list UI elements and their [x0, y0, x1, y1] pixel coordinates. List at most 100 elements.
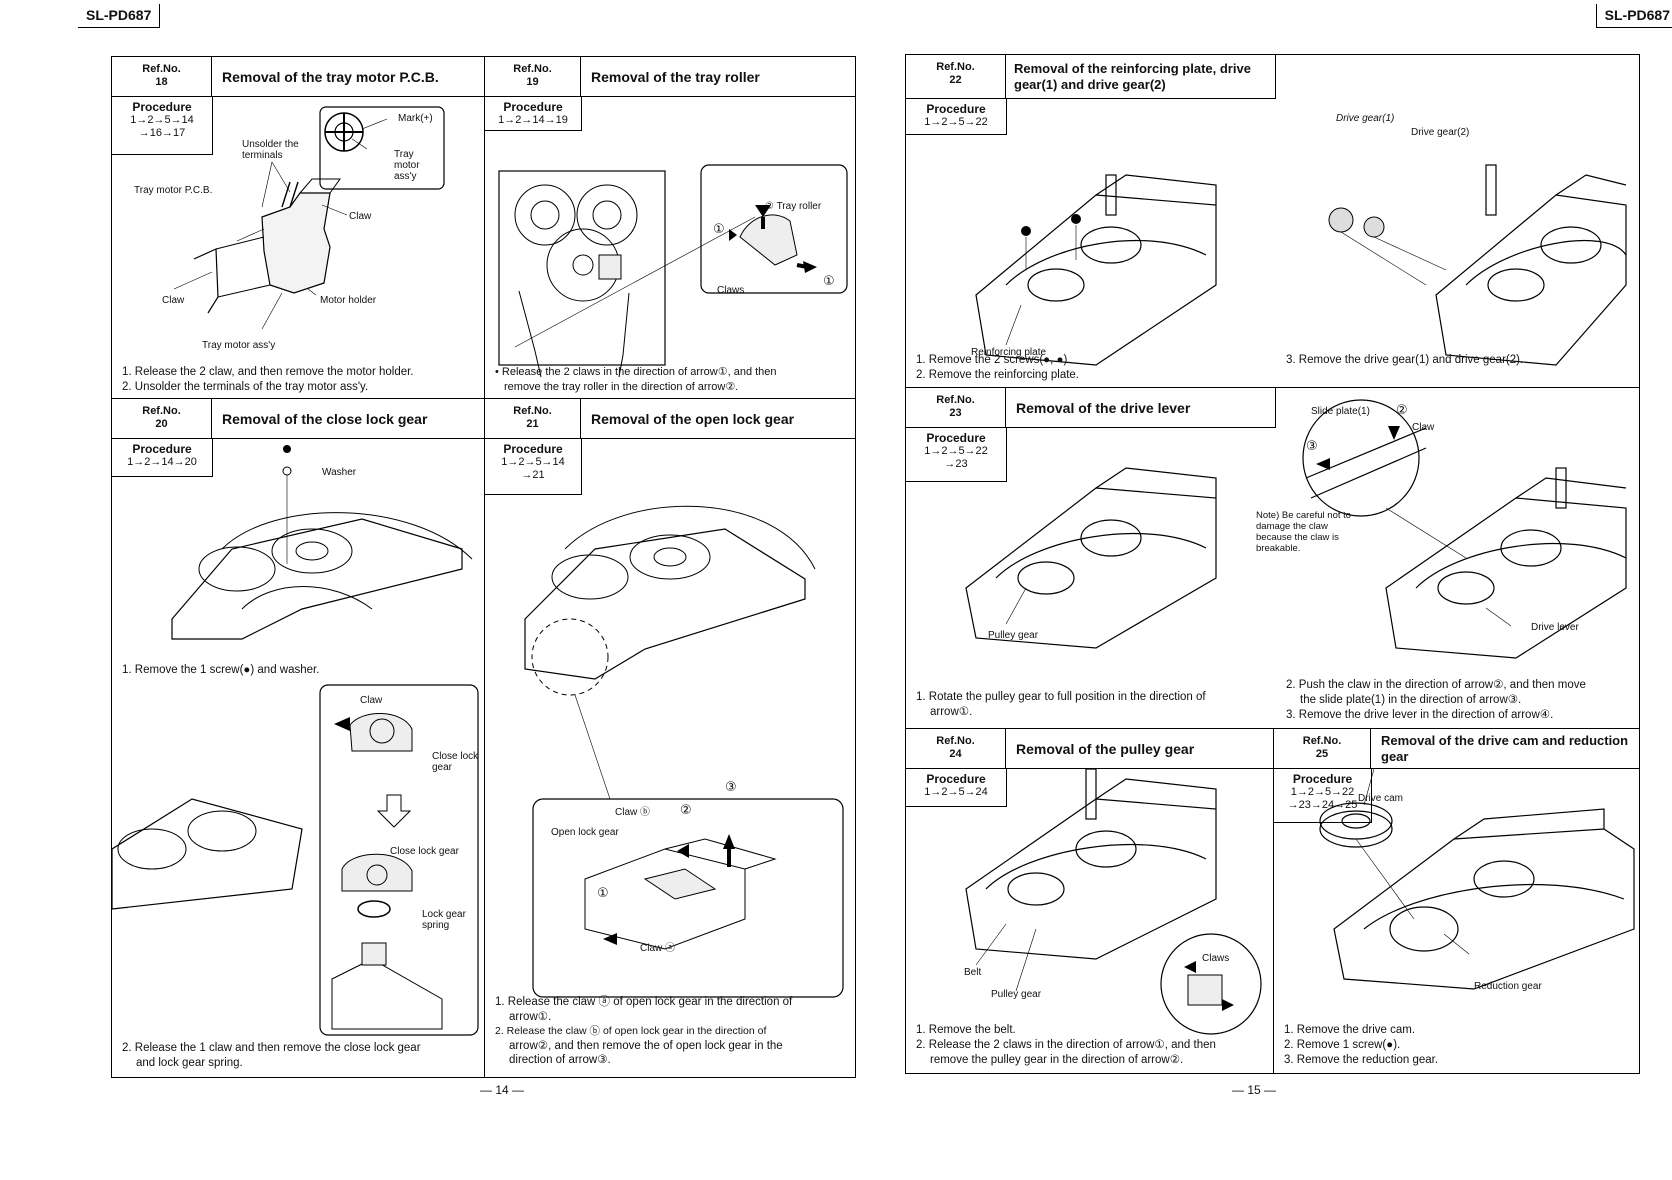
section-24: Ref.No.24 Removal of the pulley gear Pro… — [905, 728, 1274, 1074]
label-pulley-gear: Pulley gear — [988, 630, 1039, 641]
section-20-step1: 1. Remove the 1 screw(●) and washer. — [122, 664, 320, 676]
procedure-box: Procedure 1→2→14→19 — [485, 97, 582, 131]
label-drive-cam: Drive cam — [1358, 793, 1404, 804]
ref-no: Ref.No.24 — [906, 729, 1006, 768]
label-washer: Washer — [322, 467, 357, 478]
label-drive-lever: Drive lever — [1531, 622, 1579, 633]
ref-no: Ref.No.25 — [1274, 729, 1371, 768]
section-22-steps-left: 1. Remove the 2 screws(●, ●). 2. Remove … — [916, 354, 1080, 381]
section-25-steps: 1. Remove the drive cam. 2. Remove 1 scr… — [1284, 1024, 1439, 1066]
label-tray-motor-pcb: Tray motor P.C.B. — [134, 185, 213, 196]
label-num-2: ② — [1396, 402, 1408, 417]
section-25: Ref.No.25 Removal of the drive cam and r… — [1273, 728, 1640, 1074]
section-23-header: Ref.No.23 Removal of the drive lever — [906, 388, 1276, 428]
section-19: Ref.No.19 Removal of the tray roller Pro… — [484, 56, 856, 399]
label-slide-plate: Slide plate(1) — [1311, 406, 1370, 417]
label-drive-gear-1: Drive gear(1) — [1336, 113, 1395, 124]
label-lock-gear-spring: Lock gear spring — [422, 909, 466, 931]
section-25-header: Ref.No.25 Removal of the drive cam and r… — [1274, 729, 1639, 769]
section-title: Removal of the tray motor P.C.B. — [222, 68, 439, 85]
section-18-steps: 1. Release the 2 claw, and then remove t… — [122, 366, 414, 393]
label-claw-a: Claw ⓐ — [640, 943, 676, 954]
label-claws: Claws — [717, 285, 745, 296]
ref-no: Ref.No.23 — [906, 388, 1006, 427]
procedure-box: Procedure 1→2→5→22 →23→24→25 — [1274, 769, 1372, 823]
label-motor-holder: Motor holder — [320, 295, 377, 306]
section-23: Ref.No.23 Removal of the drive lever Pro… — [905, 387, 1640, 729]
label-close-lock-gear-top: Close lock gear — [432, 751, 479, 773]
ref-no: Ref.No.19 — [485, 57, 581, 96]
label-claw-left: Claw — [162, 295, 185, 306]
label-num-3: ③ — [1306, 438, 1318, 453]
label-arrow-1b: ① — [823, 273, 835, 288]
procedure-box: Procedure 1→2→5→14 →21 — [485, 439, 582, 495]
procedure-box: Procedure 1→2→5→24 — [906, 769, 1007, 807]
label-tray-roller: ② Tray roller — [765, 201, 822, 212]
label-note: Note) Be careful not to damage the claw … — [1256, 510, 1352, 554]
page-number-left: — 14 — — [480, 1083, 525, 1097]
tray-motor-illustration — [173, 106, 445, 330]
section-21: Ref.No.21 Removal of the open lock gear … — [484, 398, 856, 1078]
label-claw: Claw — [360, 695, 383, 706]
section-21-header: Ref.No.21 Removal of the open lock gear — [485, 399, 855, 439]
section-19-header: Ref.No.19 Removal of the tray roller — [485, 57, 855, 97]
label-mark: Mark(+) — [398, 113, 433, 124]
label-claw-b: Claw ⓑ — [615, 807, 651, 818]
model-tag-left: SL-PD687 — [78, 4, 161, 28]
close-lock-gear-illustration — [112, 445, 479, 1036]
section-20: Ref.No.20 Removal of the close lock gear… — [111, 398, 485, 1078]
section-20-header: Ref.No.20 Removal of the close lock gear — [112, 399, 484, 439]
section-22-header: Ref.No.22 Removal of the reinforcing pla… — [906, 55, 1276, 99]
label-tray-motor: Tray motor ass'y — [394, 149, 420, 182]
label-num-2: ② — [680, 802, 692, 817]
label-open-lock-gear: Open lock gear — [551, 827, 619, 838]
section-22: Ref.No.22 Removal of the reinforcing pla… — [905, 54, 1640, 388]
section-18: Ref.No.18 Removal of the tray motor P.C.… — [111, 56, 485, 399]
procedure-box: Procedure 1→2→5→22 →23 — [906, 428, 1007, 482]
section-title: Removal of the reinforcing plate, drive … — [1014, 60, 1251, 92]
section-23-steps-left: 1. Rotate the pulley gear to full positi… — [916, 691, 1206, 718]
label-arrow-1a: ① — [713, 221, 725, 236]
section-19-steps: • Release the 2 claws in the direction o… — [495, 366, 777, 393]
model-tag-right: SL-PD687 — [1595, 4, 1672, 28]
label-tray-motor-bottom: Tray motor ass'y — [202, 340, 276, 351]
section-20-step2: 2. Release the 1 claw and then remove th… — [122, 1042, 421, 1069]
label-num-1: ① — [597, 885, 609, 900]
section-23-steps-right: 2. Push the claw in the direction of arr… — [1286, 679, 1586, 721]
section-title: Removal of the pulley gear — [1016, 740, 1195, 757]
section-18-header: Ref.No.18 Removal of the tray motor P.C.… — [112, 57, 484, 97]
ref-no: Ref.No.20 — [112, 399, 212, 438]
label-claws: Claws — [1202, 953, 1230, 964]
ref-no: Ref.No.21 — [485, 399, 581, 438]
section-title: Removal of the tray roller — [591, 68, 760, 85]
label-belt: Belt — [964, 967, 982, 978]
section-22-steps-right: 3. Remove the drive gear(1) and drive ge… — [1286, 354, 1524, 366]
label-drive-gear-2: Drive gear(2) — [1411, 127, 1470, 138]
section-title: Removal of the drive lever — [1016, 399, 1191, 416]
procedure-box: Procedure 1→2→5→14 →16→17 — [112, 97, 213, 155]
label-reduction-gear: Reduction gear — [1474, 981, 1542, 992]
pulley-gear-illustration — [965, 768, 1262, 1035]
ref-no: Ref.No.18 — [112, 57, 212, 96]
section-21-steps: 1. Release the claw ⓐ of open lock gear … — [495, 996, 793, 1066]
section-title: Removal of the drive cam and reduction g… — [1381, 732, 1629, 764]
procedure-box: Procedure 1→2→5→22 — [906, 99, 1007, 135]
open-lock-gear-illustration — [524, 505, 844, 998]
ref-no: Ref.No.22 — [906, 55, 1006, 98]
reinforcing-plate-illustration — [975, 164, 1627, 366]
procedure-box: Procedure 1→2→14→20 — [112, 439, 213, 477]
section-24-steps: 1. Remove the belt. 2. Release the 2 cla… — [916, 1024, 1216, 1066]
label-num-3: ③ — [725, 779, 737, 794]
label-reinforcing-plate: Reinforcing plate — [971, 347, 1047, 358]
drive-lever-illustration — [965, 399, 1627, 659]
section-title: Removal of the close lock gear — [222, 410, 428, 427]
page-number-right: — 15 — — [1232, 1083, 1277, 1097]
label-claw: Claw — [1412, 422, 1435, 433]
drive-cam-illustration — [1319, 768, 1635, 990]
label-pulley-gear: Pulley gear — [991, 989, 1042, 1000]
section-24-header: Ref.No.24 Removal of the pulley gear — [906, 729, 1273, 769]
label-unsolder: Unsolder the terminals — [242, 139, 299, 161]
section-title: Removal of the open lock gear — [591, 410, 795, 427]
label-close-lock-gear: Close lock gear — [390, 846, 459, 857]
label-claw-top: Claw — [349, 211, 372, 222]
